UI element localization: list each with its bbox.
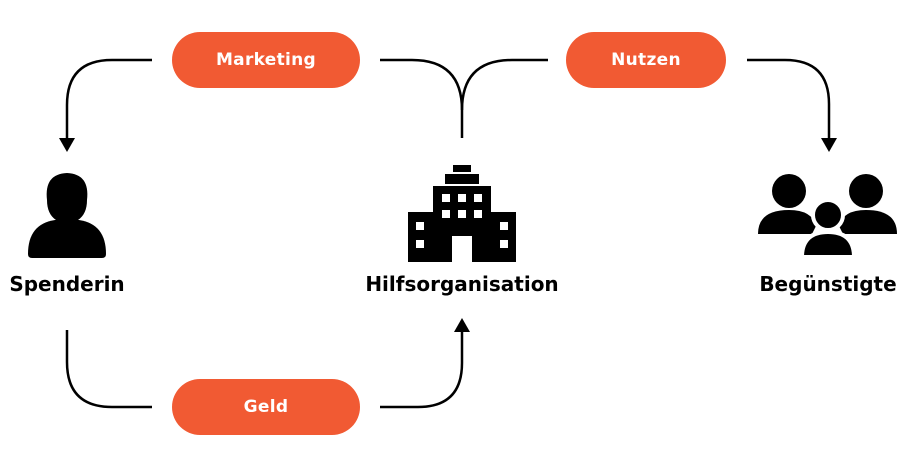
marketing-pill: Marketing	[172, 32, 360, 88]
money-arrow	[380, 330, 464, 409]
benefit-pill: Nutzen	[566, 32, 726, 88]
money-label: Geld	[243, 397, 289, 417]
benefit-label: Nutzen	[611, 50, 681, 70]
group-icon	[758, 174, 897, 259]
marketing-connector	[380, 58, 464, 138]
building-icon	[408, 165, 516, 262]
money-arrowhead	[454, 318, 470, 332]
organization-label: Hilfsorganisation	[365, 272, 559, 296]
marketing-label: Marketing	[215, 50, 317, 70]
marketing-arrowhead	[59, 138, 75, 152]
marketing-arrow	[65, 58, 152, 140]
benefit-arrowhead	[821, 138, 837, 152]
money-connector	[65, 330, 152, 409]
money-pill: Geld	[172, 379, 360, 435]
benefit-arrow	[747, 58, 831, 140]
beneficiaries-label: Begünstigte	[759, 272, 897, 296]
donor-label: Spenderin	[9, 272, 125, 296]
benefit-connector	[460, 58, 548, 111]
person-icon	[28, 173, 106, 258]
